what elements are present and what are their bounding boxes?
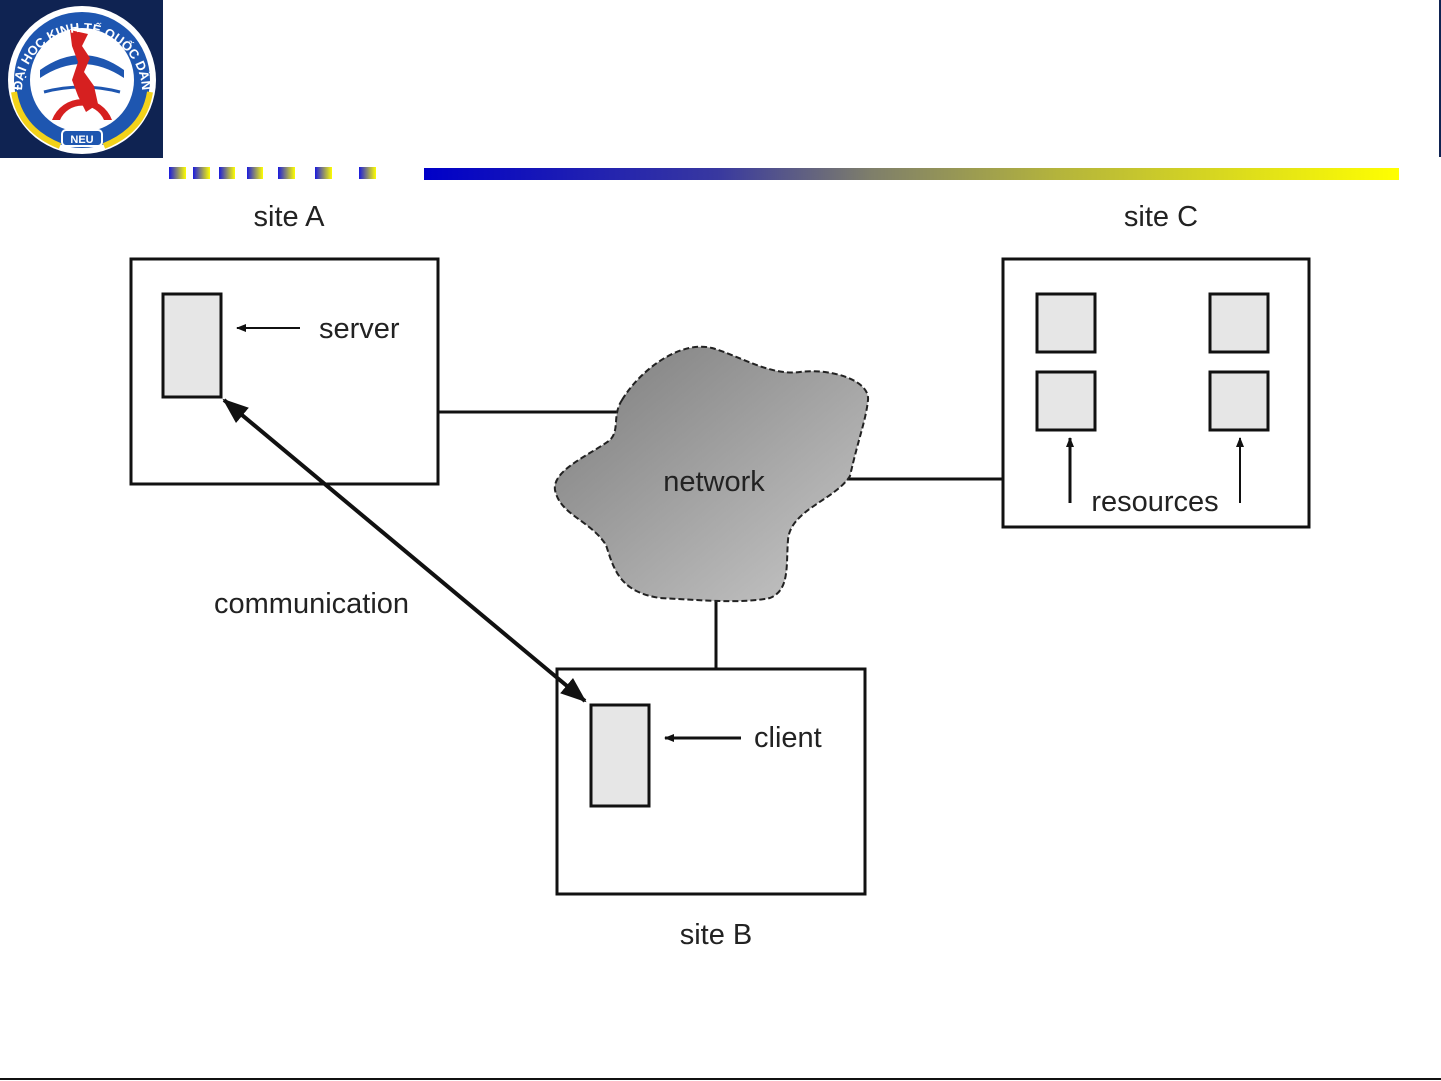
communication-label: communication [214,588,409,620]
network-label: network [663,466,765,498]
network-cloud: network [555,347,868,601]
footer-divider [0,1078,1441,1080]
site-b: client site B [557,669,865,951]
site-b-label: site B [680,919,753,951]
resource-block [1210,294,1268,352]
site-a: site A server [131,201,438,484]
server-label: server [319,313,400,345]
resource-block [1037,372,1095,430]
site-c: site C resources [1003,201,1309,527]
resource-block [1037,294,1095,352]
resources-label: resources [1091,486,1218,518]
client-label: client [754,722,822,754]
site-c-label: site C [1124,201,1198,233]
site-a-label: site A [254,201,326,233]
server-process [163,294,221,397]
client-process [591,705,649,806]
resource-block [1210,372,1268,430]
